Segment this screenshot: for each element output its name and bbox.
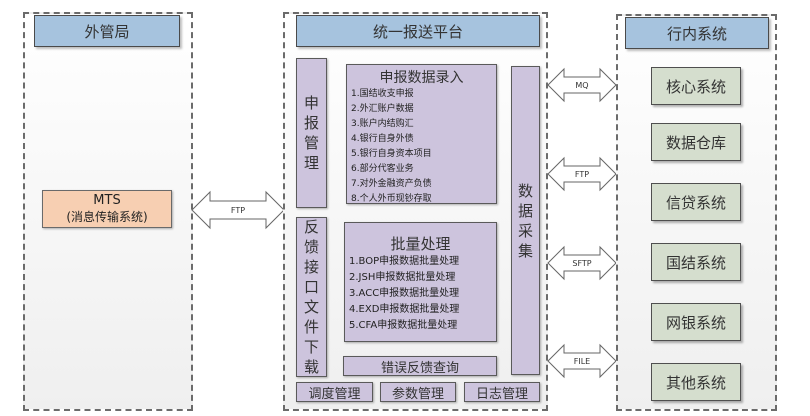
mts-box[interactable]: MTS (消息传输系统) <box>42 190 172 228</box>
schedule-management-label: 调度管理 <box>308 386 361 402</box>
parameter-management-button[interactable]: 参数管理 <box>380 382 456 402</box>
external-regulator-title: 外管局 <box>84 22 130 41</box>
external-regulator-header: 外管局 <box>34 15 180 47</box>
data-entry-item: 3.账户内结购汇 <box>351 119 414 129</box>
vchar: 载 <box>303 358 319 376</box>
batch-item: 2.JSH申报数据批量处理 <box>349 272 456 283</box>
data-entry-title: 申报数据录入 <box>379 70 464 86</box>
sftp-link-arrow: SFTP <box>547 245 617 281</box>
platform-title: 统一报送平台 <box>372 22 463 41</box>
batch-item: 3.ACC申报数据批量处理 <box>349 288 460 299</box>
data-entry-module[interactable]: 申报数据录入 1.国结收支申报 2.外汇账户数据 3.账户内结购汇 4.银行自身… <box>346 64 497 204</box>
ftp-internal-link-arrow: FTP <box>547 156 617 192</box>
vchar: 报 <box>303 114 319 132</box>
data-entry-item: 4.银行自身外债 <box>351 134 414 144</box>
ftp-link-arrow: FTP <box>191 190 285 230</box>
vchar: 反 <box>303 218 319 236</box>
file-link-label: FILE <box>574 357 590 366</box>
declaration-management-module[interactable]: 申 报 管 理 <box>296 58 327 208</box>
vchar: 件 <box>303 318 319 336</box>
batch-title: 批量处理 <box>390 235 451 253</box>
vchar: 理 <box>303 154 319 172</box>
error-feedback-query-button[interactable]: 错误反馈查询 <box>343 356 497 376</box>
vchar: 口 <box>303 278 319 296</box>
vchar: 下 <box>303 338 319 356</box>
data-entry-item: 6.部分代客业务 <box>351 164 414 174</box>
data-collection-module[interactable]: 数 据 采 集 <box>511 66 540 375</box>
data-entry-item: 1.国结收支申报 <box>351 89 414 99</box>
system-intl-settlement[interactable]: 国结系统 <box>651 243 741 281</box>
log-management-button[interactable]: 日志管理 <box>464 382 540 402</box>
ftp-link-label: FTP <box>231 206 245 215</box>
vchar: 集 <box>517 241 533 260</box>
system-core[interactable]: 核心系统 <box>651 67 741 105</box>
data-entry-item: 2.外汇账户数据 <box>351 104 414 114</box>
mts-subtitle: (消息传输系统) <box>66 210 148 224</box>
feedback-file-download-module[interactable]: 反 馈 接 口 文 件 下 载 <box>296 217 327 377</box>
batch-item: 4.EXD申报数据批量处理 <box>349 304 460 315</box>
system-label: 国结系统 <box>665 253 726 272</box>
system-label: 数据仓库 <box>665 133 726 152</box>
system-label: 其他系统 <box>665 373 726 392</box>
batch-list: 1.BOP申报数据批量处理 2.JSH申报数据批量处理 3.ACC申报数据批量处… <box>345 254 496 334</box>
log-management-label: 日志管理 <box>475 386 528 402</box>
schedule-management-button[interactable]: 调度管理 <box>296 382 373 402</box>
batch-processing-module[interactable]: 批量处理 1.BOP申报数据批量处理 2.JSH申报数据批量处理 3.ACC申报… <box>344 222 497 342</box>
vchar: 文 <box>303 298 319 316</box>
vchar: 数 <box>517 181 533 200</box>
vchar: 采 <box>517 221 533 240</box>
batch-item: 5.CFA申报数据批量处理 <box>349 320 458 331</box>
platform-header: 统一报送平台 <box>296 15 540 47</box>
data-entry-item: 5.银行自身资本项目 <box>351 149 432 159</box>
data-entry-list: 1.国结收支申报 2.外汇账户数据 3.账户内结购汇 4.银行自身外债 5.银行… <box>347 87 496 207</box>
error-feedback-query-label: 错误反馈查询 <box>380 360 459 376</box>
vchar: 接 <box>303 258 319 276</box>
file-link-arrow: FILE <box>547 343 617 379</box>
data-entry-item: 8.个人外币现钞存取 <box>351 194 432 204</box>
parameter-management-label: 参数管理 <box>391 386 444 402</box>
system-label: 核心系统 <box>665 77 726 96</box>
data-entry-item: 7.对外金融资产负债 <box>351 179 432 189</box>
vchar: 申 <box>303 94 319 112</box>
sftp-link-label: SFTP <box>572 259 591 268</box>
system-data-warehouse[interactable]: 数据仓库 <box>651 123 741 161</box>
ftp-internal-link-label: FTP <box>575 170 589 179</box>
system-other[interactable]: 其他系统 <box>651 363 741 401</box>
system-label: 网银系统 <box>665 313 726 332</box>
vchar: 馈 <box>303 238 319 256</box>
vchar: 据 <box>517 201 533 220</box>
system-online-banking[interactable]: 网银系统 <box>651 303 741 341</box>
batch-item: 1.BOP申报数据批量处理 <box>349 256 460 267</box>
mq-link-arrow: MQ <box>547 67 617 103</box>
vchar: 管 <box>303 134 319 152</box>
system-label: 信贷系统 <box>665 193 726 212</box>
internal-systems-title: 行内系统 <box>666 24 727 43</box>
mts-name: MTS <box>93 193 121 208</box>
system-credit[interactable]: 信贷系统 <box>651 183 741 221</box>
internal-systems-header: 行内系统 <box>625 17 769 49</box>
mq-link-label: MQ <box>575 81 588 90</box>
